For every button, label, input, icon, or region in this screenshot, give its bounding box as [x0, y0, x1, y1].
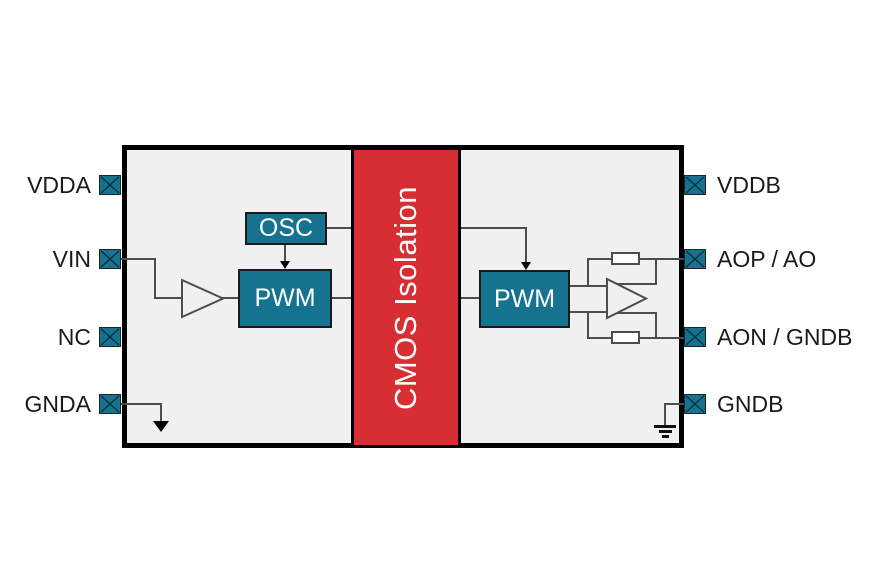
wire-barrier-to-pwmb-v — [525, 227, 527, 263]
wire-osc-to-barrier — [325, 227, 354, 229]
wire-barrier-to-pwmb-in — [458, 297, 480, 299]
pin-label-gnda: GNDA — [24, 391, 91, 417]
analog-ground-icon — [153, 421, 169, 432]
pin-pad-icon — [100, 250, 120, 268]
pin-pad-icon — [685, 328, 705, 346]
wire-gnda-h — [121, 403, 162, 405]
pin-gndb — [684, 394, 706, 414]
wire-gndb-v — [664, 403, 666, 426]
isolation-barrier: CMOS Isolation — [351, 150, 461, 445]
wire-feedback-tap-lower — [587, 311, 589, 339]
pin-pad-icon — [685, 250, 705, 268]
resistor-icon — [611, 252, 640, 265]
wire-vin-h1 — [121, 258, 156, 260]
wire-barrier-to-pwmb-h — [458, 227, 527, 229]
osc-block: OSC — [245, 212, 327, 245]
pin-pad-icon — [100, 328, 120, 346]
pin-aop — [684, 249, 706, 269]
wire-amp-out-upper-h — [616, 283, 657, 285]
pin-pad-icon — [685, 176, 705, 194]
pin-vin — [99, 249, 121, 269]
output-amp-icon — [606, 277, 649, 320]
pin-label-gndb: GNDB — [717, 391, 784, 417]
pin-aon — [684, 327, 706, 347]
isolation-barrier-label: CMOS Isolation — [388, 185, 424, 410]
earth-ground-icon — [662, 435, 669, 438]
buffer-amp-icon — [181, 278, 225, 319]
pwm-input-block-label: PWM — [254, 284, 316, 312]
pin-pad-icon — [100, 176, 120, 194]
pin-label-vin: VIN — [52, 246, 91, 272]
wire-pwm-to-barrier — [330, 297, 354, 299]
wire-amp-out-lower-h — [616, 312, 657, 314]
pwm-output-block-label: PWM — [493, 284, 556, 313]
pin-gnda — [99, 394, 121, 414]
wire-amp-out-upper-v — [655, 258, 657, 285]
wire-buffer-to-pwm — [222, 297, 239, 299]
resistor-icon — [611, 331, 640, 344]
pwm-input-block: PWM — [238, 269, 332, 328]
wire-feedback-tap-upper — [587, 258, 589, 287]
earth-ground-icon — [659, 430, 672, 433]
wire-osc-to-pwm — [284, 245, 286, 263]
arrowhead-down-icon — [521, 262, 531, 270]
pin-label-vdda: VDDA — [27, 172, 91, 198]
wire-gndb-h — [664, 403, 685, 405]
pwm-output-block: PWM — [479, 270, 570, 328]
osc-block-label: OSC — [258, 214, 314, 242]
arrowhead-down-icon — [280, 261, 290, 269]
pin-pad-icon — [685, 395, 705, 413]
pin-pad-icon — [100, 395, 120, 413]
wire-gnda-v — [160, 403, 162, 422]
pin-label-vddb: VDDB — [717, 172, 781, 198]
pin-label-aon: AON / GNDB — [717, 324, 853, 350]
pin-vdda — [99, 175, 121, 195]
earth-ground-icon — [654, 425, 676, 428]
pin-nc — [99, 327, 121, 347]
pin-vddb — [684, 175, 706, 195]
pin-label-nc: NC — [57, 324, 91, 350]
pin-label-aop: AOP / AO — [717, 246, 817, 272]
wire-vin-v — [154, 258, 156, 299]
wire-amp-out-lower-v — [655, 312, 657, 339]
wire-vin-h2 — [154, 297, 182, 299]
